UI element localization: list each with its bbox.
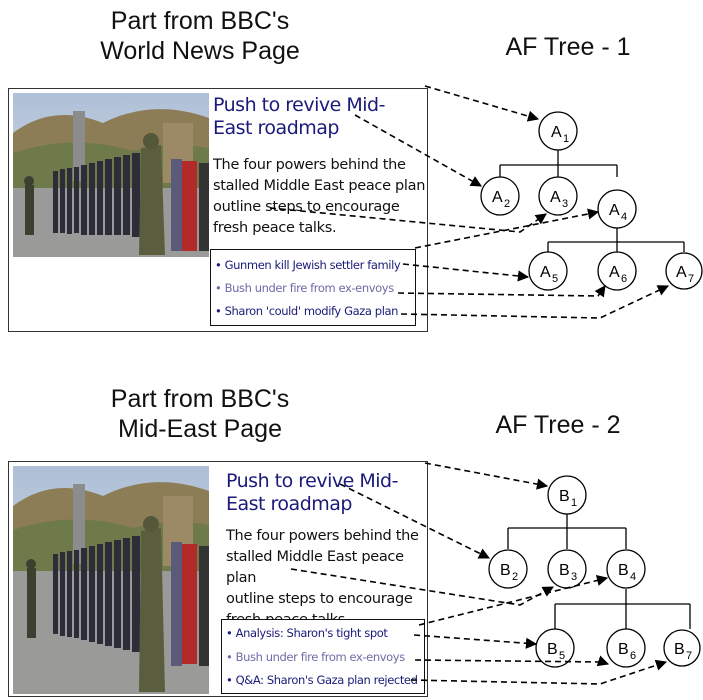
related-link[interactable]: • Analysis: Sharon's tight spot (226, 626, 388, 640)
node-letter: A (609, 264, 620, 281)
news-panel: Push to revive Mid- East roadmap The fou… (8, 461, 428, 697)
node-index: 3 (571, 571, 577, 583)
related-links-box: • Gunmen kill Jewish settler family • Bu… (210, 249, 416, 326)
node-letter: B (559, 562, 570, 579)
news-summary-line-2: stalled Middle East peace plan (213, 178, 426, 194)
page-heading-line-2: Mid-East Page (118, 415, 282, 443)
news-headline-line-2: East roadmap (213, 117, 339, 139)
tree-node: B 3 (547, 549, 587, 589)
node-letter: A (540, 264, 551, 281)
node-index: 4 (630, 571, 636, 583)
related-link[interactable]: • Gunmen kill Jewish settler family (215, 258, 401, 272)
node-letter: A (676, 264, 687, 281)
node-index: 2 (504, 198, 510, 210)
tree-edges (507, 513, 691, 629)
tree-title: AF Tree - 2 (495, 411, 621, 439)
mapping-arrows (269, 85, 670, 319)
node-index: 1 (563, 133, 569, 145)
page-heading-line-2: World News Page (100, 37, 300, 65)
node-index: 6 (621, 273, 627, 285)
tree-node: B 4 (606, 549, 646, 589)
tree-node: A 5 (528, 251, 568, 291)
node-letter: B (618, 641, 629, 658)
news-headline[interactable]: Push to revive Mid- East roadmap (213, 94, 423, 140)
page-heading-line-1: Part from BBC's (110, 385, 290, 413)
node-letter: B (559, 488, 570, 505)
page-heading-line-1: Part from BBC's (110, 7, 290, 35)
tree-node: A 3 (538, 176, 578, 216)
node-letter: B (674, 641, 685, 658)
page-heading: Part from BBC's Mid-East Page (70, 384, 330, 444)
news-summary-line-2: stalled Middle East peace plan (226, 549, 404, 586)
node-letter: A (550, 189, 561, 206)
node-letter: A (551, 124, 562, 141)
node-index: 3 (562, 198, 568, 210)
tree-node: A 2 (480, 176, 520, 216)
news-photo (13, 466, 209, 694)
node-letter: B (500, 562, 511, 579)
tree-node: B 6 (606, 628, 646, 668)
node-letter: A (492, 189, 503, 206)
tree-edges (499, 150, 685, 252)
tree-node: B 1 (547, 475, 587, 515)
node-index: 5 (559, 650, 565, 662)
tree-node: A 6 (597, 251, 637, 291)
news-summary-line-3: outline steps to encourage (226, 591, 413, 607)
related-link[interactable]: • Bush under fire from ex-envoys (215, 281, 394, 295)
related-links-box: • Analysis: Sharon's tight spot • Bush u… (221, 619, 425, 694)
related-link[interactable]: • Q&A: Sharon's Gaza plan rejected (226, 673, 418, 687)
tree-node: B 2 (488, 549, 528, 589)
node-index: 5 (552, 273, 558, 285)
news-summary-line-1: The four powers behind the (213, 157, 406, 173)
node-letter: A (609, 202, 620, 219)
news-summary: The four powers behind the stalled Middl… (213, 155, 427, 239)
tree-node: A 4 (597, 189, 637, 229)
node-index: 4 (621, 211, 627, 223)
news-headline-line-1: Push to revive Mid- (213, 94, 385, 116)
node-letter: B (618, 562, 629, 579)
tree-node: A 1 (538, 111, 578, 151)
node-index: 7 (686, 650, 692, 662)
related-link[interactable]: • Bush under fire from ex-envoys (226, 650, 405, 664)
tree-title: AF Tree - 1 (505, 33, 631, 61)
node-letter: B (547, 641, 558, 658)
node-index: 7 (688, 273, 694, 285)
news-headline[interactable]: Push to revive Mid- East roadmap (226, 470, 426, 516)
node-index: 1 (571, 497, 577, 509)
news-headline-line-2: East roadmap (226, 493, 352, 515)
node-index: 6 (630, 650, 636, 662)
news-summary-line-3: outline steps to encourage (213, 199, 400, 215)
node-index: 2 (512, 571, 518, 583)
tree-node: B 7 (663, 629, 701, 667)
news-headline-line-1: Push to revive Mid- (226, 470, 398, 492)
tree-node: A 7 (665, 252, 703, 290)
news-summary-line-1: The four powers behind the (226, 528, 419, 544)
news-panel: Push to revive Mid- East roadmap The fou… (8, 88, 428, 332)
mapping-arrows (290, 462, 668, 685)
news-photo (13, 93, 209, 257)
news-summary-line-4: fresh peace talks. (213, 220, 337, 236)
related-link[interactable]: • Sharon 'could' modify Gaza plan (215, 304, 399, 318)
tree-node: B 5 (535, 628, 575, 668)
page-heading: Part from BBC's World News Page (70, 6, 330, 66)
